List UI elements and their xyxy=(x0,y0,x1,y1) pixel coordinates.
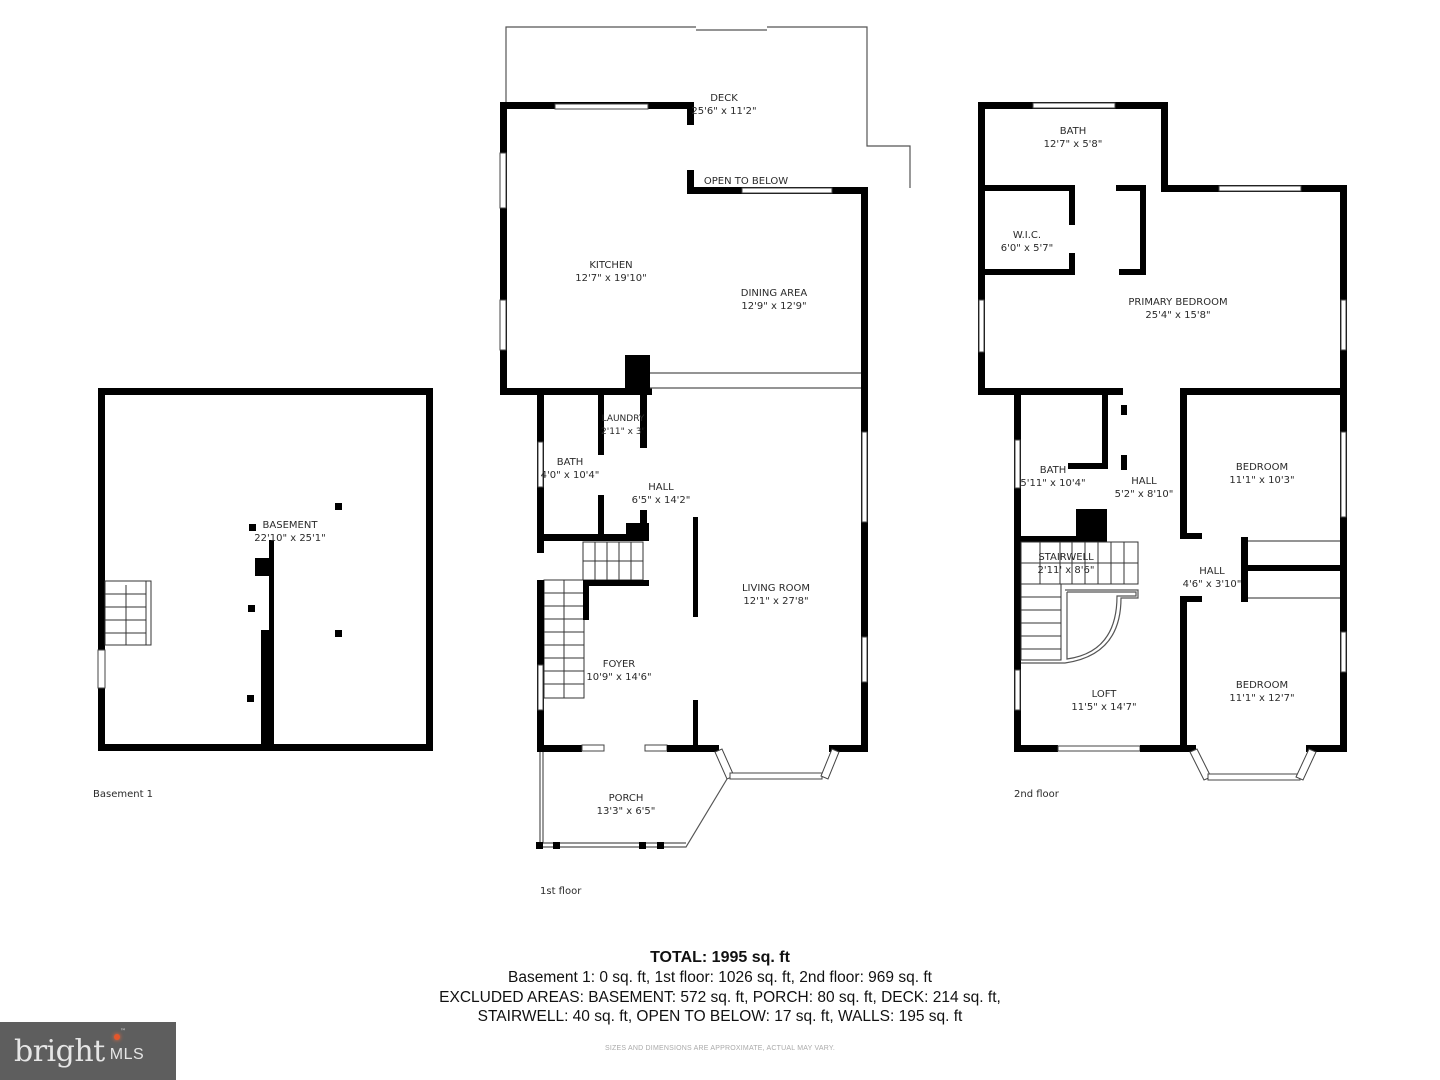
first-floor-plan xyxy=(499,26,911,849)
room-label-kitchen: KITCHEN 12'7" x 19'10" xyxy=(575,259,647,285)
room-name: BEDROOM xyxy=(1235,680,1289,691)
room-dims: 25'4" x 15'8" xyxy=(1145,310,1211,321)
room-name: LOFT xyxy=(1091,689,1117,700)
room-name: HALL xyxy=(1131,476,1157,487)
room-label-basement: BASEMENT 22'10" x 25'1" xyxy=(254,519,326,545)
room-label-hall-2a: HALL 5'2" x 8'10" xyxy=(1115,475,1174,501)
floor-label-2nd: 2nd floor xyxy=(1014,789,1059,800)
room-dims: 6'5" x 14'2" xyxy=(631,495,691,506)
disclaimer: SIZES AND DIMENSIONS ARE APPROXIMATE, AC… xyxy=(605,1045,835,1052)
room-dims: 12'7" x 19'10" xyxy=(575,273,647,284)
room-dims: 25'6" x 11'2" xyxy=(691,106,757,117)
room-dims: 5'11" x 10'4" xyxy=(1020,478,1086,489)
room-name: DECK xyxy=(710,93,738,104)
second-floor-plan xyxy=(978,102,1347,781)
room-dims: 12'9" x 12'9" xyxy=(741,301,807,312)
room-name: STAIRWELL xyxy=(1038,552,1094,563)
room-name: HALL xyxy=(1199,566,1225,577)
floor-label-1st: 1st floor xyxy=(540,886,582,897)
room-name: HALL xyxy=(648,482,674,493)
room-dims: 11'1" x 10'3" xyxy=(1229,475,1295,486)
room-label-bedroom-a: BEDROOM 11'1" x 10'3" xyxy=(1229,461,1294,487)
room-name: BATH xyxy=(1059,126,1087,137)
room-label-bath-2b: BATH 5'11" x 10'4" xyxy=(1020,464,1085,490)
room-name: BEDROOM xyxy=(1235,462,1289,473)
room-dims: 4'0" x 10'4" xyxy=(540,470,600,481)
room-dims: 12'1" x 27'8" xyxy=(743,596,809,607)
room-label-open-to-below: OPEN TO BELOW xyxy=(704,175,788,188)
room-label-bath-2a: BATH 12'7" x 5'8" xyxy=(1044,125,1103,151)
room-label-bedroom-b: BEDROOM 11'1" x 12'7" xyxy=(1229,679,1294,705)
floor-label-basement: Basement 1 xyxy=(93,789,154,800)
room-label-living-room: LIVING ROOM 12'1" x 27'8" xyxy=(742,582,810,608)
room-dims: 4'6" x 3'10" xyxy=(1182,579,1242,590)
room-dims: 13'3" x 6'5" xyxy=(596,806,656,817)
room-dims: 5'2" x 8'10" xyxy=(1114,489,1174,500)
logo-brand: bright xyxy=(14,1033,105,1069)
room-name: DINING AREA xyxy=(740,288,808,299)
room-dims: 2'11' x 8'6" xyxy=(1037,565,1095,576)
room-dims: 10'9" x 14'6" xyxy=(586,672,652,683)
room-dims: 2'11" x 3'7" xyxy=(601,427,645,437)
room-dims: 11'1" x 12'7" xyxy=(1229,693,1295,704)
room-name: W.I.C. xyxy=(1012,230,1042,241)
room-name: LIVING ROOM xyxy=(741,583,811,594)
room-name: KITCHEN xyxy=(589,260,633,271)
room-label-foyer: FOYER 10'9" x 14'6" xyxy=(586,658,651,684)
room-label-primary-bedroom: PRIMARY BEDROOM 25'4" x 15'8" xyxy=(1128,296,1227,322)
area-summary: TOTAL: 1995 sq. ft Basement 1: 0 sq. ft,… xyxy=(270,947,1170,1027)
logo-suffix: MLS xyxy=(109,1046,145,1063)
room-name: OPEN TO BELOW xyxy=(703,176,789,187)
room-name: FOYER xyxy=(602,659,636,670)
room-name: PORCH xyxy=(608,793,644,804)
room-label-bath-1: BATH 4'0" x 10'4" xyxy=(541,456,600,482)
room-name: PRIMARY BEDROOM xyxy=(1128,297,1228,308)
room-label-hall-2b: HALL 4'6" x 3'10" xyxy=(1183,565,1242,591)
logo-spark-icon xyxy=(114,1034,120,1040)
room-name: BATH xyxy=(556,457,584,468)
room-label-hall-1: HALL 6'5" x 14'2" xyxy=(632,481,691,507)
room-name: BASEMENT xyxy=(262,520,318,531)
room-name: BATH xyxy=(1039,465,1067,476)
room-name: LAUNDRY xyxy=(601,414,645,424)
room-dims: 6'0" x 5'7" xyxy=(1000,243,1054,254)
basement-plan xyxy=(97,388,433,751)
room-label-porch: PORCH 13'3" x 6'5" xyxy=(597,792,656,818)
room-label-deck: DECK 25'6" x 11'2" xyxy=(691,92,756,118)
room-label-wic: W.I.C. 6'0" x 5'7" xyxy=(1001,229,1053,255)
room-label-loft: LOFT 11'5" x 14'7" xyxy=(1071,688,1136,714)
room-dims: 22'10" x 25'1" xyxy=(254,533,326,544)
logo-trademark: ™ xyxy=(120,1028,126,1035)
excluded-areas-2: STAIRWELL: 40 sq. ft, OPEN TO BELOW: 17 … xyxy=(477,1008,963,1025)
room-dims: 11'5" x 14'7" xyxy=(1071,702,1137,713)
total-area: TOTAL: 1995 sq. ft xyxy=(650,949,790,966)
room-label-dining-area: DINING AREA 12'9" x 12'9" xyxy=(741,287,807,313)
bright-mls-logo: bright MLS ™ xyxy=(0,1022,176,1080)
room-label-laundry: LAUNDRY 2'11" x 3'7" xyxy=(601,413,645,439)
excluded-areas-1: EXCLUDED AREAS: BASEMENT: 572 sq. ft, PO… xyxy=(439,988,1001,1006)
room-label-stairwell: STAIRWELL 2'11' x 8'6" xyxy=(1038,551,1095,577)
room-dims: 12'7" x 5'8" xyxy=(1043,139,1103,150)
floor-areas: Basement 1: 0 sq. ft, 1st floor: 1026 sq… xyxy=(508,969,932,986)
